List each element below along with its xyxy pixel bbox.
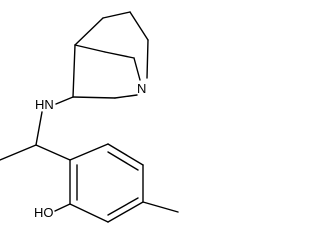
bond-r4-r5 — [107, 201, 144, 223]
bond-c9-n1 — [133, 57, 141, 81]
bond-c8-c9 — [104, 51, 135, 59]
bond-n1-c2 — [114, 94, 138, 99]
bond-c5-c6 — [102, 11, 131, 19]
bond-c3-c4 — [72, 44, 76, 98]
bond-r4-methyl — [142, 201, 179, 213]
hydroxyl-label: HO — [34, 205, 54, 220]
bond-r6-oh — [54, 203, 71, 212]
bond-c3-nh — [55, 96, 74, 105]
bond-c4-c8 — [74, 44, 106, 53]
bond-r2-r3 — [107, 143, 144, 166]
atom-labels: HN N HO — [34, 81, 146, 220]
bond-c4-c5 — [74, 17, 104, 46]
bond-r4-r5-inner — [107, 197, 139, 216]
bridgehead-n-label: N — [137, 81, 146, 96]
bond-ch-ring — [35, 144, 71, 161]
bond-c7-n1 — [146, 39, 149, 79]
bond-ch-methyl — [0, 144, 37, 161]
structure-canvas: HN N HO — [0, 11, 179, 223]
bond-r2-r3-inner — [107, 151, 139, 171]
bond-nh-ch — [35, 111, 43, 146]
bond-r5-r6 — [69, 203, 109, 223]
bond-c2-c3 — [72, 96, 116, 99]
bond-c6-c7 — [129, 11, 149, 41]
bonds — [0, 11, 179, 223]
bond-r1-r2 — [69, 143, 109, 161]
molecule-drawing: HN N HO — [0, 11, 179, 223]
amine-nh-label: HN — [35, 97, 54, 112]
